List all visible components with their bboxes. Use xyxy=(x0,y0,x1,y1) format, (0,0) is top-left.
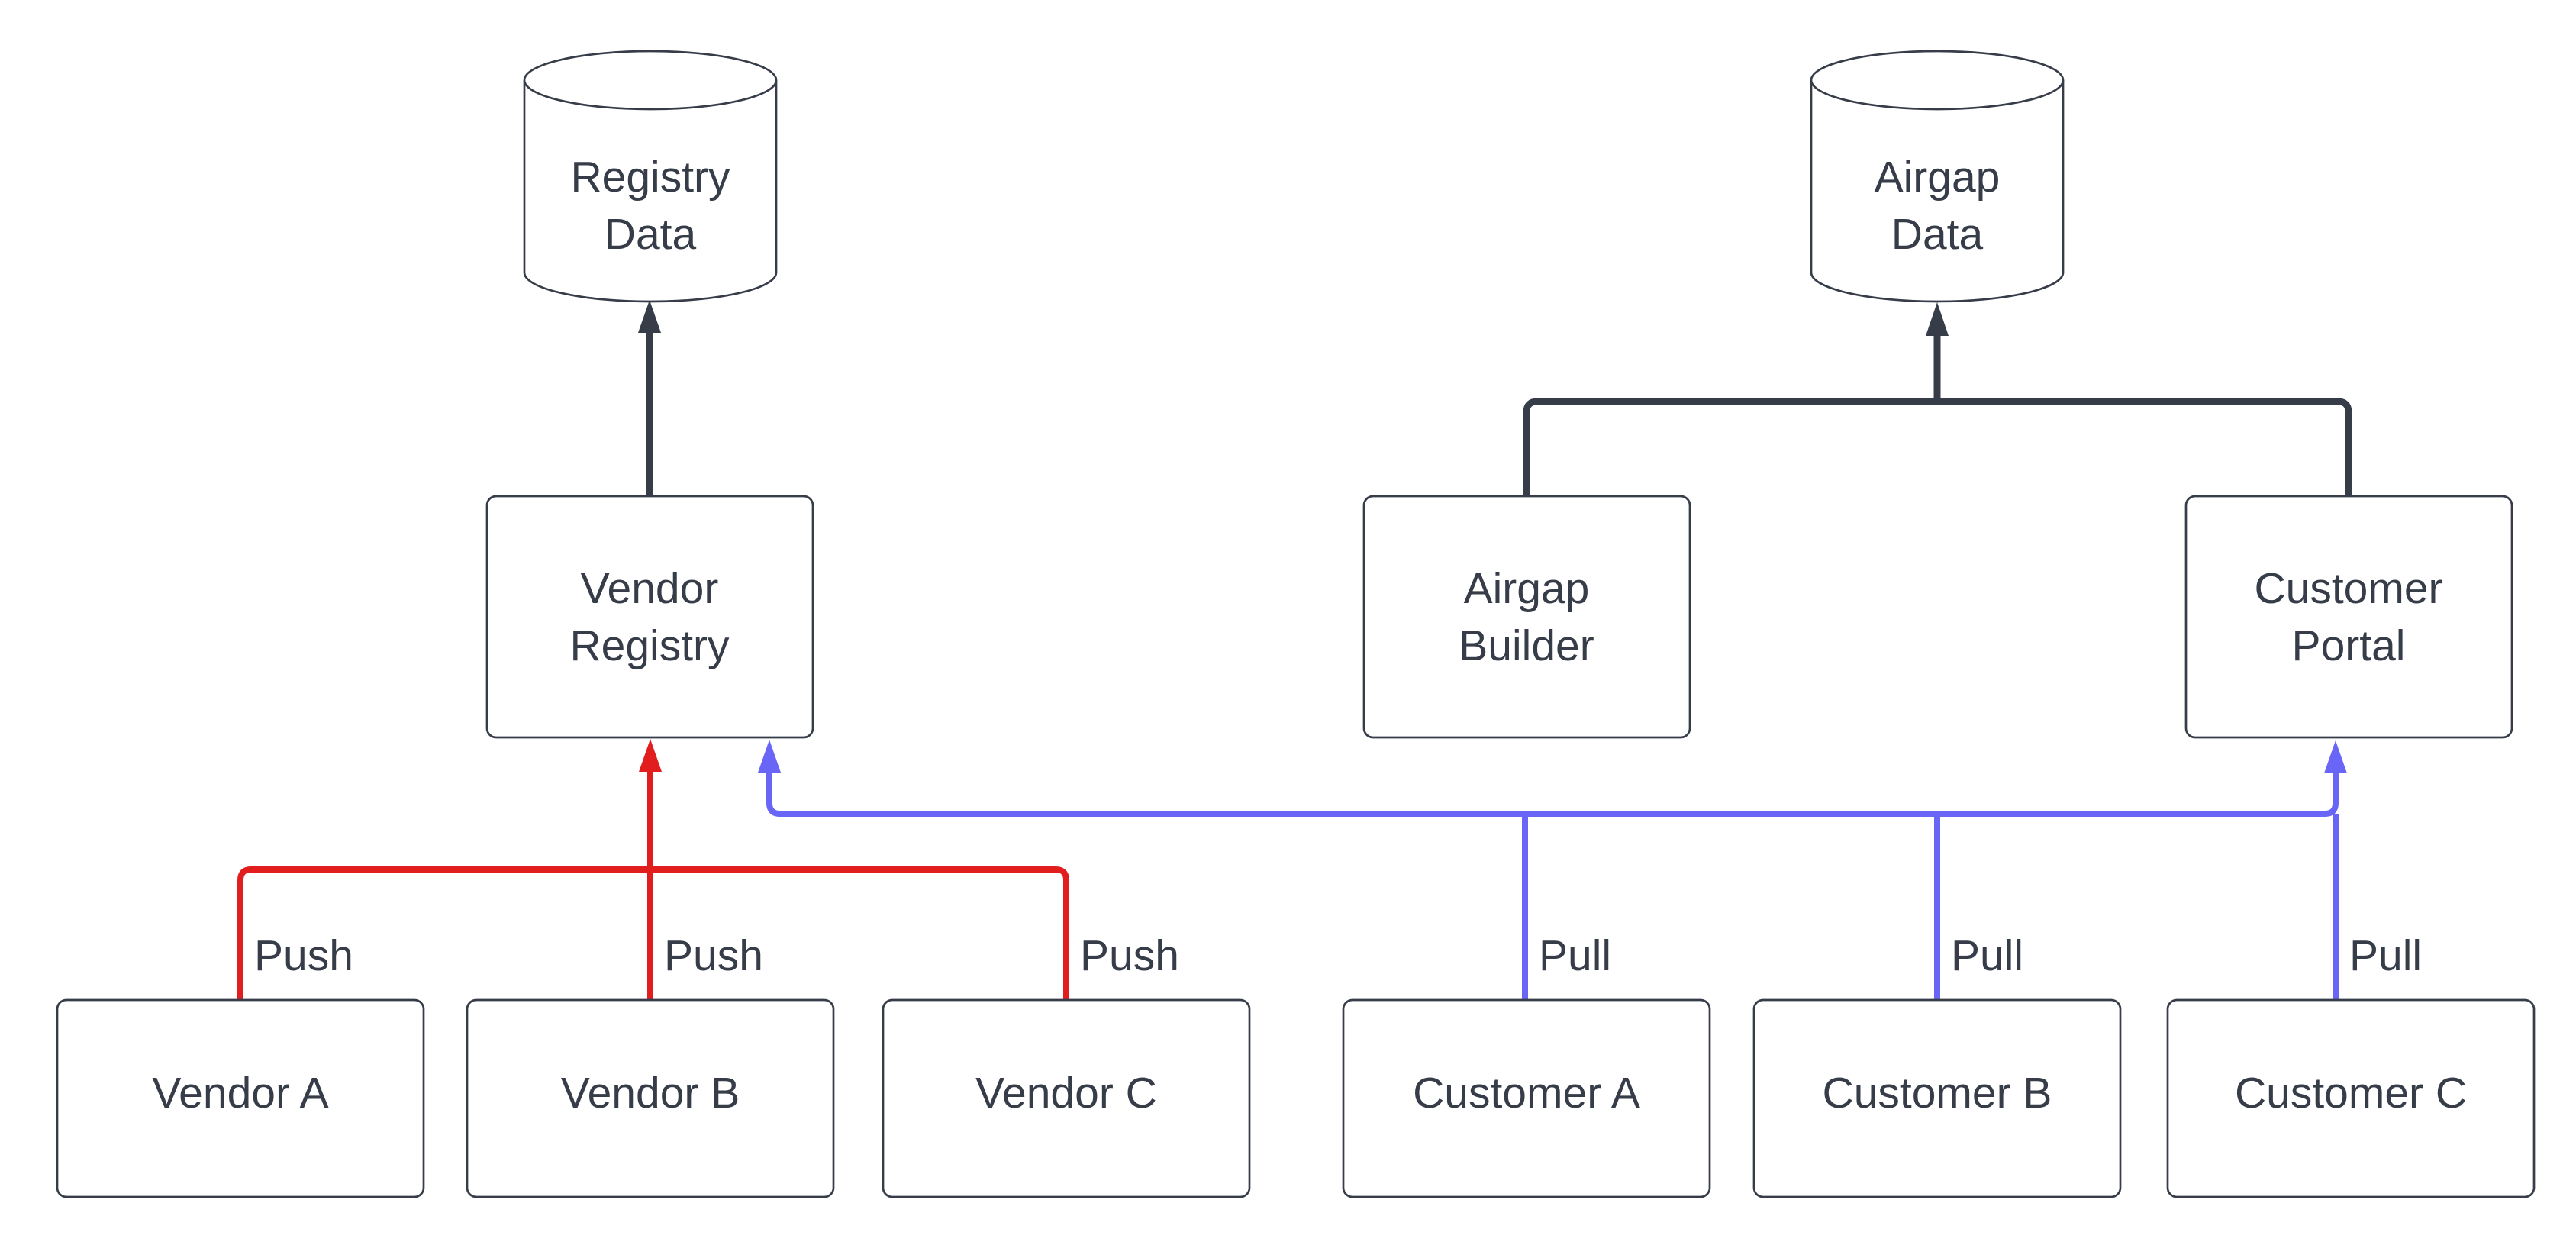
arrowhead-blue-right xyxy=(2324,740,2347,773)
node-box xyxy=(2166,998,2536,1198)
airgap-builder-label-line1: Airgap xyxy=(1464,564,1590,613)
airgap-data-label-line2: Data xyxy=(1891,210,1984,259)
push-label-b: Push xyxy=(664,931,763,980)
edge-builder-portal-merge-to-airgap-data xyxy=(1523,302,2352,496)
edge-merge-line xyxy=(1523,398,2352,496)
vendor-registry-node: Vendor Registry xyxy=(485,495,814,739)
node-box xyxy=(1342,998,1711,1198)
edges-pull xyxy=(758,740,2347,1000)
pull-label-a: Pull xyxy=(1539,931,1611,980)
cylinder-body xyxy=(523,80,778,303)
vendor-registry-label-line2: Registry xyxy=(569,621,730,670)
edge-labels: Push Push Push Pull Pull Pull xyxy=(254,931,2422,980)
node-box xyxy=(1752,998,2122,1198)
airgap-data-cylinder: Airgap Data xyxy=(1810,50,2065,303)
edges-push xyxy=(237,739,1069,1000)
push-label-a: Push xyxy=(254,931,353,980)
cylinder-top xyxy=(523,50,778,111)
pull-label-b: Pull xyxy=(1951,931,2023,980)
node-box xyxy=(466,998,835,1198)
vendor-a-node: Vendor A xyxy=(56,998,425,1198)
airgap-data-label-line1: Airgap xyxy=(1875,153,2001,202)
customer-portal-label-line2: Portal xyxy=(2292,621,2406,670)
registry-data-label-line1: Registry xyxy=(570,153,730,202)
vendor-a-label: Vendor A xyxy=(152,1069,328,1118)
pull-bus-line xyxy=(766,773,2339,817)
cylinder-body xyxy=(1810,80,2065,303)
arrowhead-dark-right xyxy=(1926,302,1949,336)
vendor-c-label: Vendor C xyxy=(975,1069,1157,1118)
edge-vendor-registry-to-registry-data xyxy=(638,300,661,496)
customer-portal-node: Customer Portal xyxy=(2184,495,2513,739)
vendor-registry-label-line1: Vendor xyxy=(581,564,719,613)
node-box xyxy=(56,998,425,1198)
vendor-b-node: Vendor B xyxy=(466,998,835,1198)
arrowhead-blue-left xyxy=(758,740,781,773)
customer-c-node: Customer C xyxy=(2166,998,2536,1198)
push-label-c: Push xyxy=(1080,931,1179,980)
registry-data-cylinder: Registry Data xyxy=(523,50,778,303)
customer-portal-label-line1: Customer xyxy=(2254,564,2442,613)
node-box xyxy=(1362,495,1691,739)
customer-b-label: Customer B xyxy=(1823,1069,2052,1118)
vendor-c-node: Vendor C xyxy=(882,998,1251,1198)
node-box xyxy=(485,495,814,739)
node-box xyxy=(2184,495,2513,739)
arrowhead-red xyxy=(639,739,662,772)
airgap-builder-node: Airgap Builder xyxy=(1362,495,1691,739)
node-box xyxy=(882,998,1251,1198)
vendor-b-label: Vendor B xyxy=(561,1069,740,1118)
customer-b-node: Customer B xyxy=(1752,998,2122,1198)
customer-a-label: Customer A xyxy=(1413,1069,1640,1118)
customer-c-label: Customer C xyxy=(2235,1069,2467,1118)
cylinder-top xyxy=(1810,50,2065,111)
airgap-builder-label-line2: Builder xyxy=(1459,621,1594,670)
pull-label-c: Pull xyxy=(2349,931,2422,980)
customer-a-node: Customer A xyxy=(1342,998,1711,1198)
registry-data-label-line2: Data xyxy=(605,210,697,259)
arrowhead-dark-left xyxy=(638,300,661,333)
